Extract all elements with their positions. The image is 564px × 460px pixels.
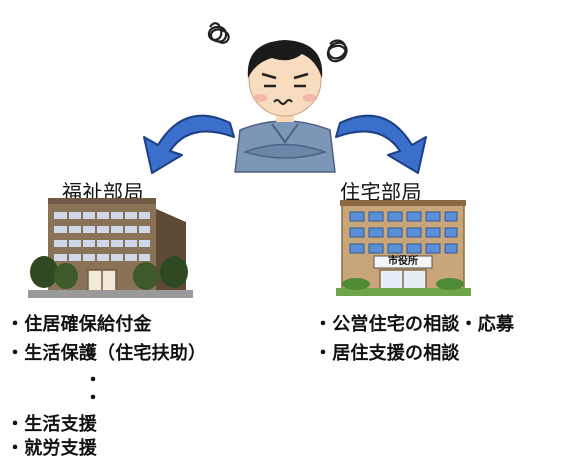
- worry-squiggle-right: [326, 39, 348, 63]
- city-hall-sign: 市役所: [388, 256, 418, 267]
- welfare-item: ・就労支援: [6, 438, 97, 459]
- welfare-item: ・生活支援: [6, 414, 97, 435]
- arrow-to-welfare: [143, 114, 235, 174]
- welfare-item: ・住居確保給付金: [6, 314, 152, 335]
- welfare-item: ・生活保護（住宅扶助）: [6, 343, 207, 364]
- welfare-item: ・: [84, 388, 103, 409]
- housing-item: ・公営住宅の相談・応募: [314, 314, 515, 335]
- person-hair: [247, 40, 323, 78]
- worry-squiggle-left: [207, 22, 230, 44]
- worried-person-illustration: [207, 22, 348, 173]
- housing-item: ・居住支援の相談: [314, 343, 460, 364]
- welfare-building-illustration: [28, 198, 193, 298]
- person-arms: [242, 143, 328, 159]
- welfare-item: ・: [84, 370, 103, 391]
- arrow-to-housing: [335, 114, 427, 174]
- city-hall-illustration: [336, 200, 471, 296]
